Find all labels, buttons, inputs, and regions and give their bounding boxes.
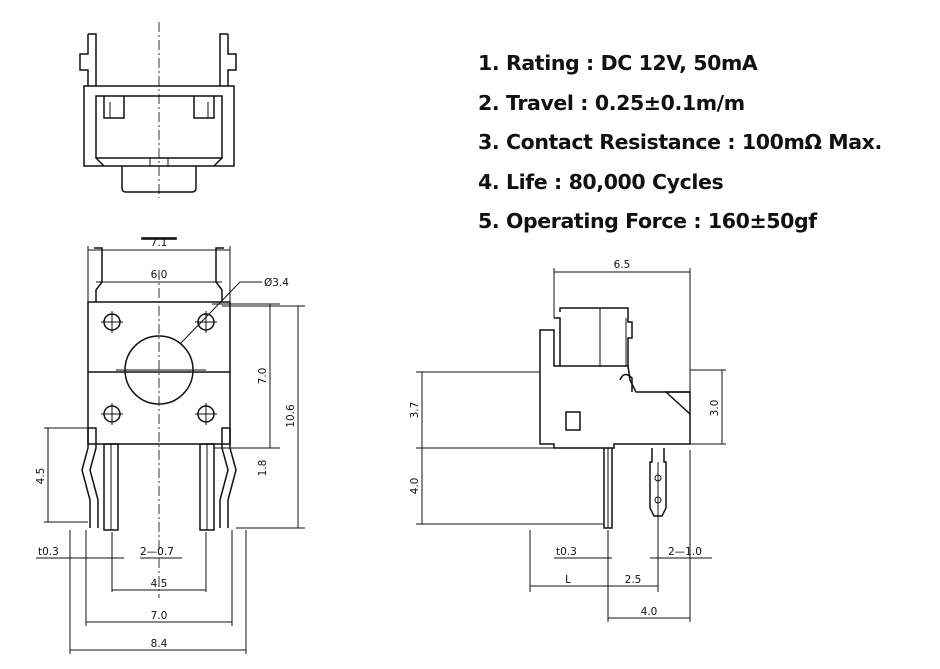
dim-t0-3: t0.3 — [38, 546, 59, 558]
spec-travel: 2. Travel : 0.25±0.1m/m — [478, 90, 745, 115]
dim-pins-1-0: 2—1.0 — [668, 546, 702, 558]
dim-2-5: 2.5 — [625, 574, 642, 586]
dim-4-5-vertical: 4.5 — [35, 468, 47, 485]
spec-list: 1. Rating : DC 12V, 50mA 2. Travel : 0.2… — [478, 44, 882, 242]
dim-8-4: 8.4 — [151, 638, 168, 650]
dim-7-0: 7.0 — [151, 610, 168, 622]
spec-life: 4. Life : 80,000 Cycles — [478, 169, 724, 194]
dim-4-0-vertical: 4.0 — [409, 478, 421, 495]
dim-hole-dia: Ø3.4 — [264, 277, 289, 289]
dim-7-1: 7.1 — [151, 237, 168, 249]
dim-pins-0-7: 2—0.7 — [140, 546, 174, 558]
side-view: 6.5 3.7 4.0 3.0 t0.3 2—1.0 L 2.5 4.0 — [409, 259, 726, 622]
dim-4-5: 4.5 — [151, 578, 168, 590]
dim-3-0: 3.0 — [709, 400, 721, 417]
dim-1-8: 1.8 — [257, 460, 269, 477]
dim-6-0: 6.0 — [151, 269, 168, 281]
dim-4-0: 4.0 — [641, 606, 658, 618]
spec-operating-force: 5. Operating Force : 160±50gf — [478, 209, 817, 233]
top-view — [79, 22, 237, 198]
dim-L: L — [565, 574, 571, 586]
spec-rating: 1. Rating : DC 12V, 50mA — [478, 51, 758, 75]
dim-10-6: 10.6 — [285, 404, 297, 428]
dim-6-5: 6.5 — [614, 259, 631, 271]
dim-3-7: 3.7 — [409, 402, 421, 419]
dim-7-0-vertical: 7.0 — [257, 368, 269, 385]
dim-side-t0-3: t0.3 — [556, 546, 577, 558]
spec-contact-resistance: 3. Contact Resistance : 100mΩ Max. — [478, 130, 882, 154]
mounting-holes — [101, 311, 217, 425]
front-view: 7.1 6.0 Ø3.4 7.0 10.6 1.8 4.5 t0.3 2—0.7… — [35, 237, 305, 654]
